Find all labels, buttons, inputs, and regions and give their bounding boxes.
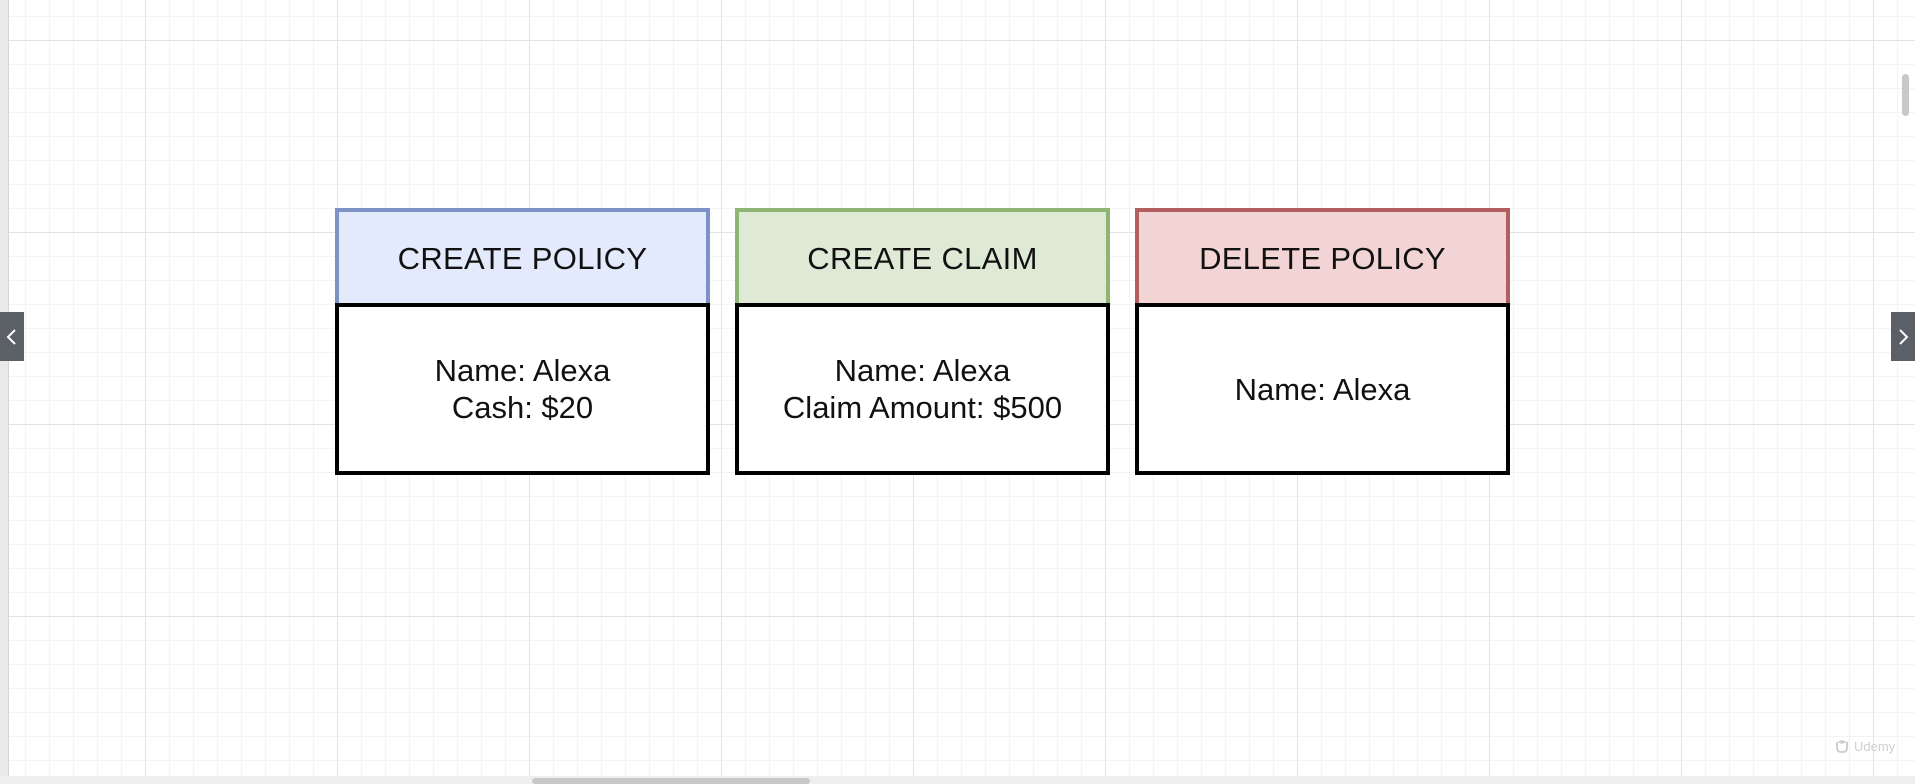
action-card-create-claim: CREATE CLAIM Name: Alexa Claim Amount: $… <box>735 208 1110 475</box>
watermark-text: Udemy <box>1854 738 1896 754</box>
card-body: Name: Alexa Cash: $20 <box>335 303 710 475</box>
card-title: CREATE CLAIM <box>807 240 1038 276</box>
chevron-left-icon <box>6 328 16 345</box>
card-header: DELETE POLICY <box>1135 208 1510 305</box>
card-title: CREATE POLICY <box>397 240 648 276</box>
card-body: Name: Alexa Claim Amount: $500 <box>735 303 1110 475</box>
udemy-logo-icon <box>1836 740 1848 754</box>
card-line: Name: Alexa <box>834 353 1011 388</box>
card-line: Claim Amount: $500 <box>782 390 1063 425</box>
card-body: Name: Alexa <box>1135 303 1510 475</box>
card-line: Cash: $20 <box>451 390 594 425</box>
vertical-scrollbar-thumb[interactable] <box>1902 74 1909 116</box>
chevron-right-icon <box>1899 328 1909 345</box>
horizontal-scrollbar-track[interactable] <box>0 776 1915 784</box>
udemy-watermark: Udemy <box>1834 738 1895 754</box>
card-header: CREATE CLAIM <box>735 208 1110 305</box>
card-line: Name: Alexa <box>434 353 611 388</box>
previous-button[interactable] <box>0 312 24 361</box>
action-card-delete-policy: DELETE POLICY Name: Alexa <box>1135 208 1510 475</box>
card-header: CREATE POLICY <box>335 208 710 305</box>
left-panel-edge <box>0 0 9 784</box>
card-title: DELETE POLICY <box>1199 240 1446 276</box>
action-card-create-policy: CREATE POLICY Name: Alexa Cash: $20 <box>335 208 710 475</box>
card-line: Name: Alexa <box>1234 371 1411 407</box>
next-button[interactable] <box>1891 312 1915 361</box>
horizontal-scrollbar-thumb[interactable] <box>532 778 810 784</box>
